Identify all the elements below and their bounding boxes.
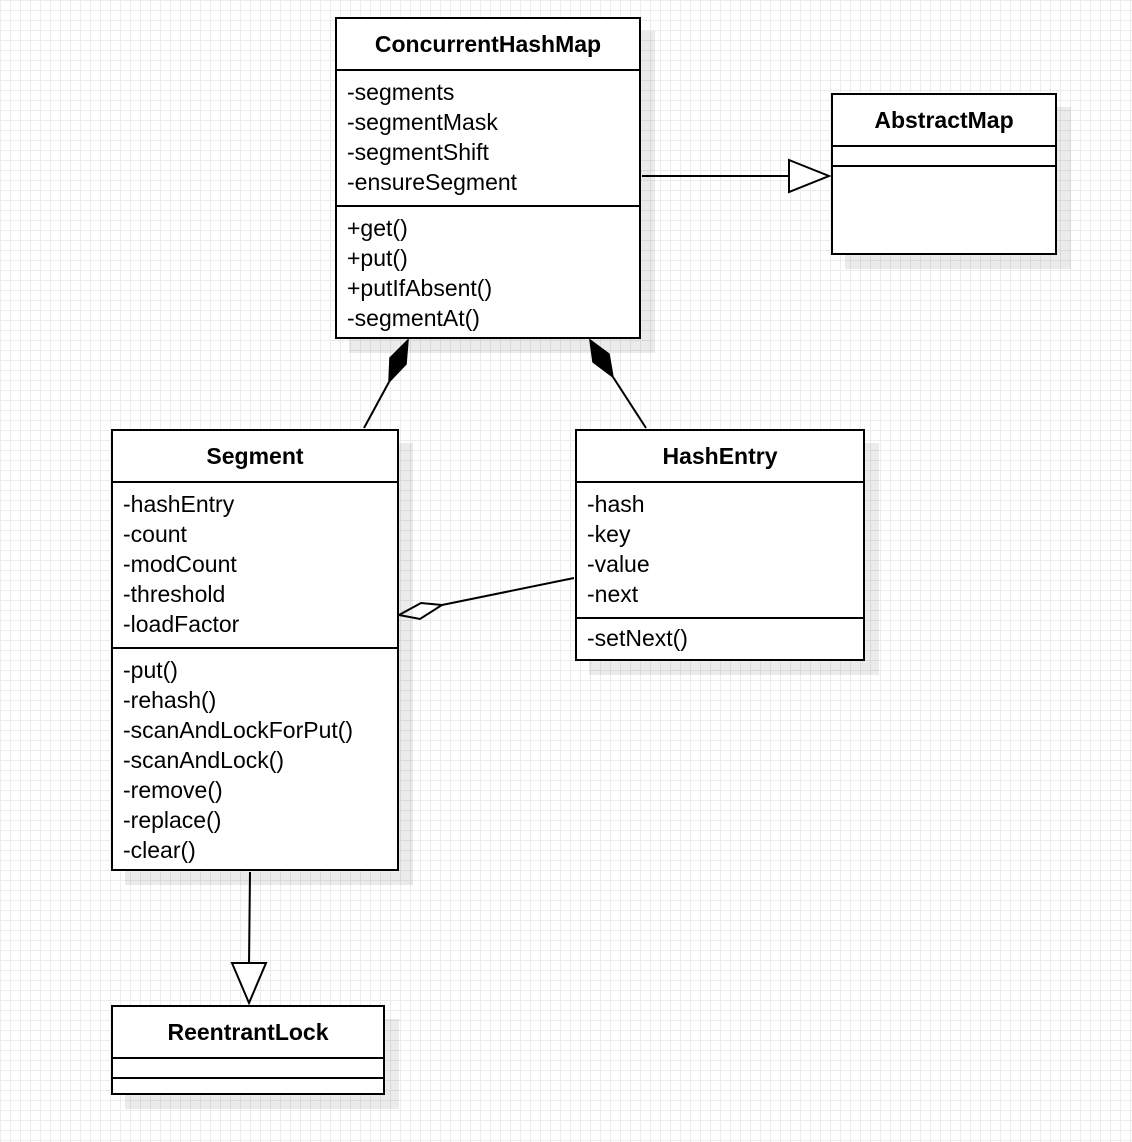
operation-list: -setNext()	[577, 619, 863, 653]
class-hashentry[interactable]: HashEntry -hash -key -value -next -setNe…	[575, 429, 865, 661]
operation: +get()	[347, 215, 408, 241]
operation: -clear()	[123, 837, 196, 863]
class-abstractmap[interactable]: AbstractMap	[831, 93, 1057, 255]
operation: +put()	[347, 245, 408, 271]
class-name: ConcurrentHashMap	[337, 19, 639, 71]
operation: -put()	[123, 657, 178, 683]
class-segment[interactable]: Segment -hashEntry -count -modCount -thr…	[111, 429, 399, 871]
attribute: -segmentMask	[347, 109, 498, 135]
operation: +putIfAbsent()	[347, 275, 493, 301]
class-name: Segment	[113, 431, 397, 483]
composition-chm-hashentry	[589, 338, 647, 429]
operation: -scanAndLock()	[123, 747, 285, 773]
attribute: -next	[587, 581, 639, 607]
attribute: -modCount	[123, 551, 237, 577]
attribute: -segmentShift	[347, 139, 489, 165]
composition-chm-segment	[363, 338, 409, 429]
attribute: -key	[587, 521, 631, 547]
operation-list: +get() +put() +putIfAbsent() -segmentAt(…	[337, 207, 639, 333]
attribute: -loadFactor	[123, 611, 240, 637]
attribute: -threshold	[123, 581, 226, 607]
attribute: -segments	[347, 79, 455, 105]
class-reentrantlock[interactable]: ReentrantLock	[111, 1005, 385, 1095]
operation: -setNext()	[587, 625, 688, 651]
attribute: -ensureSegment	[347, 169, 518, 195]
attribute-list	[833, 147, 1055, 167]
operation: -remove()	[123, 777, 223, 803]
class-concurrenthashmap[interactable]: ConcurrentHashMap -segments -segmentMask…	[335, 17, 641, 339]
attribute: -hash	[587, 491, 645, 517]
class-name: AbstractMap	[833, 95, 1055, 147]
attribute-list	[113, 1059, 383, 1079]
generalization-chm-to-abstractmap	[642, 158, 832, 194]
attribute-list: -hashEntry -count -modCount -threshold -…	[113, 483, 397, 649]
attribute: -count	[123, 521, 187, 547]
aggregation-segment-hashentry	[396, 577, 575, 621]
operation: -scanAndLockForPut()	[123, 717, 354, 743]
attribute-list: -segments -segmentMask -segmentShift -en…	[337, 71, 639, 207]
class-name: HashEntry	[577, 431, 863, 483]
class-name: ReentrantLock	[113, 1007, 383, 1059]
operation: -segmentAt()	[347, 305, 480, 331]
generalization-segment-to-reentrantlock	[230, 871, 268, 1006]
operation: -rehash()	[123, 687, 217, 713]
operation-list: -put() -rehash() -scanAndLockForPut() -s…	[113, 649, 397, 865]
operation: -replace()	[123, 807, 222, 833]
attribute-list: -hash -key -value -next	[577, 483, 863, 619]
attribute: -hashEntry	[123, 491, 235, 517]
attribute: -value	[587, 551, 650, 577]
